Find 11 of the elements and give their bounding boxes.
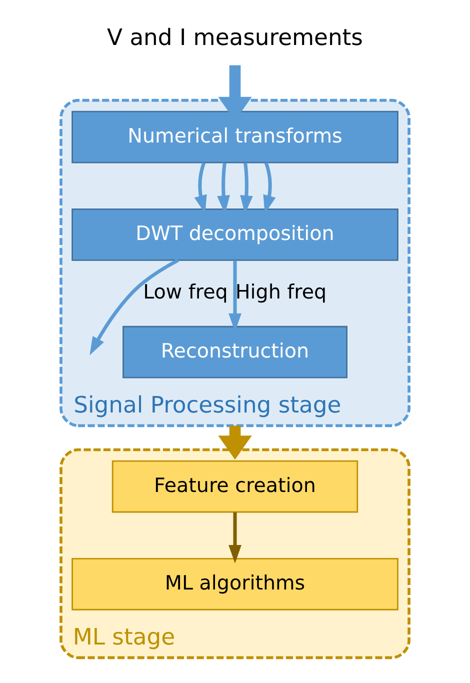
node-text: V and I measurements (107, 24, 363, 51)
node-box: ML algorithms (72, 558, 398, 610)
arrow (90, 258, 180, 356)
node-box: Numerical transforms (72, 110, 398, 164)
node-box: Reconstruction (122, 326, 348, 378)
edge-label: Low freq (143, 280, 228, 304)
edge-label: High freq (235, 280, 327, 304)
node-box: DWT decomposition (72, 208, 398, 261)
node-box: Feature creation (112, 460, 358, 513)
arrow (218, 426, 252, 460)
arrow (228, 512, 242, 564)
